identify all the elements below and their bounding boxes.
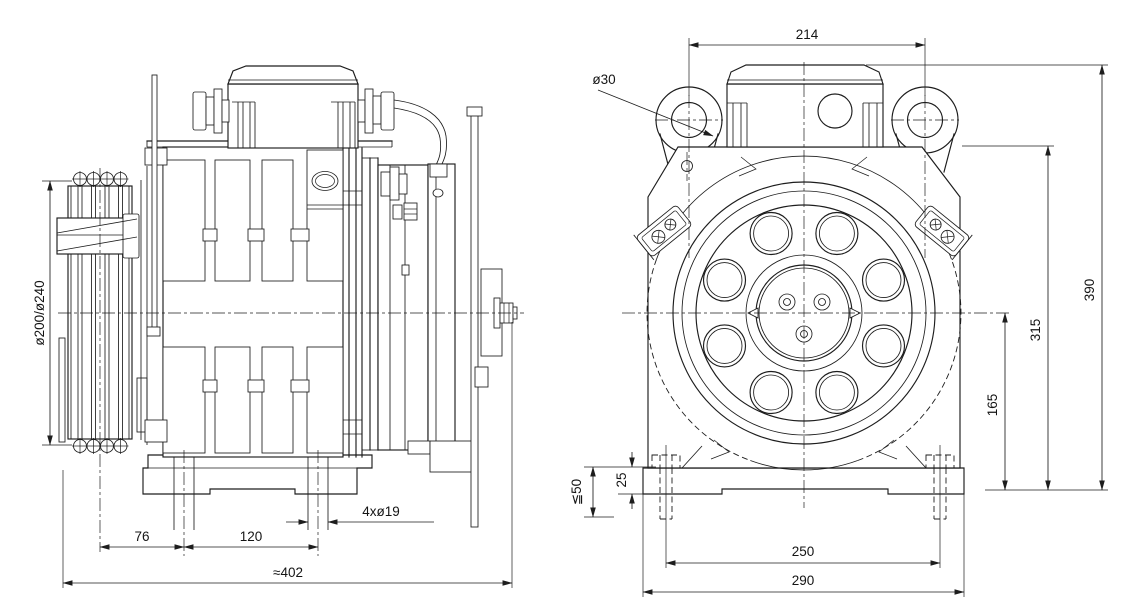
dim-76: 76 [134, 529, 149, 544]
brake-encoder-assembly [343, 106, 518, 528]
front-view-dimensions: 214 ø30 390 315 165 ≦50 25 250 [569, 27, 1108, 597]
dim-120: 120 [240, 529, 263, 544]
dim-eye-hole: ø30 [592, 72, 615, 87]
dim-214: 214 [796, 27, 819, 42]
dim-25: 25 [614, 472, 629, 487]
dim-290: 290 [792, 573, 815, 588]
dim-390: 390 [1082, 279, 1097, 302]
dim-overall-width: ≈402 [273, 565, 303, 580]
foot-bolt-right [925, 445, 955, 568]
dim-sheave-diameter: ø200/ø240 [32, 280, 47, 345]
dim-250: 250 [792, 544, 815, 559]
cable [393, 99, 447, 167]
dim-bolt-protrusion: ≦50 [569, 479, 584, 505]
rope-guard-clamp [56, 213, 140, 443]
dim-165: 165 [985, 394, 1000, 417]
front-view: 214 ø30 390 315 165 ≦50 25 250 [569, 27, 1108, 597]
terminal-box-side [192, 65, 448, 178]
front-base [642, 467, 965, 495]
cable-gland-left [192, 88, 230, 134]
brake-lever-right [914, 205, 973, 261]
gland-hole [817, 93, 853, 129]
cable-gland-right [357, 88, 395, 134]
foot-bolt-left [651, 445, 681, 568]
side-view-dimensions: ø200/ø240 76 120 4xø19 ≈402 [32, 180, 513, 588]
dim-315: 315 [1028, 319, 1043, 342]
terminal-box-front [726, 64, 884, 148]
brake-lever-left [633, 205, 692, 261]
rope-retainer-bolts [72, 171, 129, 454]
guard-rod [151, 74, 158, 333]
dim-slot-holes: 4xø19 [362, 504, 400, 519]
mounting-plate [470, 111, 479, 528]
rotor-holes [702, 211, 906, 415]
side-view: ø200/ø240 76 120 4xø19 ≈402 [32, 65, 524, 588]
side-base [142, 454, 373, 495]
drum-break-marks [710, 156, 898, 460]
